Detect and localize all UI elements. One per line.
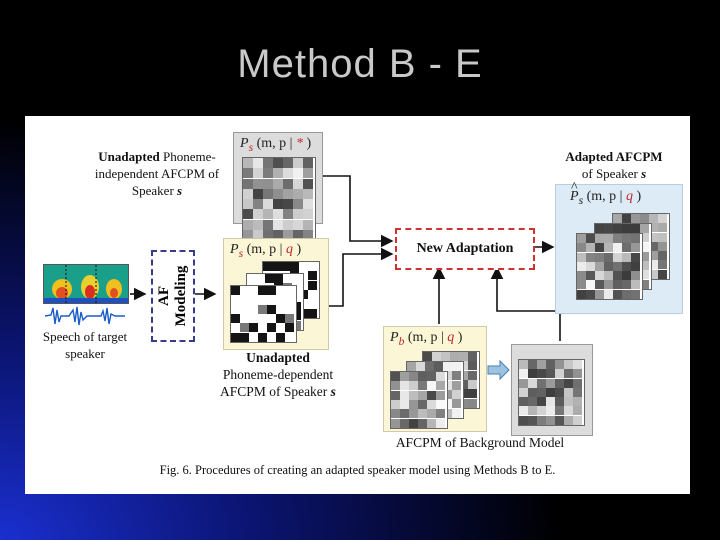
- background-label: AFCPM of Background Model: [395, 435, 565, 450]
- formula-dep: Ps (m, p | q ): [230, 242, 302, 260]
- indep-afcpm-grid: [242, 157, 316, 241]
- spectrogram-graphic: [44, 265, 128, 303]
- diagram-figure: Unadapted Phoneme- independent AFCPM of …: [25, 116, 690, 494]
- slide-title: Method B - E: [237, 42, 483, 86]
- indep-afcpm-panel: Ps (m, p | * ): [233, 132, 323, 241]
- adapted-afcpm-grid-front: [576, 233, 643, 300]
- formula-bg: Pb (m, p | q ): [390, 330, 463, 348]
- speech-waveform: [44, 306, 125, 326]
- unadapted-dep-label: Unadapted Phoneme-dependent AFCPM of Spe…: [220, 350, 336, 399]
- new-adaptation-label: New Adaptation: [416, 241, 514, 256]
- connector-arrows: [130, 175, 561, 381]
- dep-afcpm-panel: Ps (m, p | q ): [223, 238, 329, 350]
- figure-caption: Fig. 6. Procedures of creating an adapte…: [159, 463, 556, 477]
- adapted-afcpm-panel: ^Ps (m, p | q ): [555, 180, 683, 314]
- speech-spectrogram: [43, 264, 129, 304]
- formula-adapted: ^Ps (m, p | q ): [570, 180, 642, 207]
- adapted-afcpm-label: Adapted AFCPM of Speaker s: [565, 149, 663, 181]
- dep-afcpm-grid-front: [230, 285, 297, 343]
- new-adaptation-box: New Adaptation: [395, 228, 535, 270]
- bg-afcpm-grid-front: [390, 371, 448, 429]
- background-combined-panel: [511, 344, 593, 436]
- unadapted-indep-label: Unadapted Phoneme- independent AFCPM of …: [94, 149, 220, 198]
- bg-combined-grid: [518, 359, 585, 426]
- formula-indep: Ps (m, p | * ): [240, 136, 312, 154]
- background-afcpm-panel: Pb (m, p | q ): [383, 326, 487, 432]
